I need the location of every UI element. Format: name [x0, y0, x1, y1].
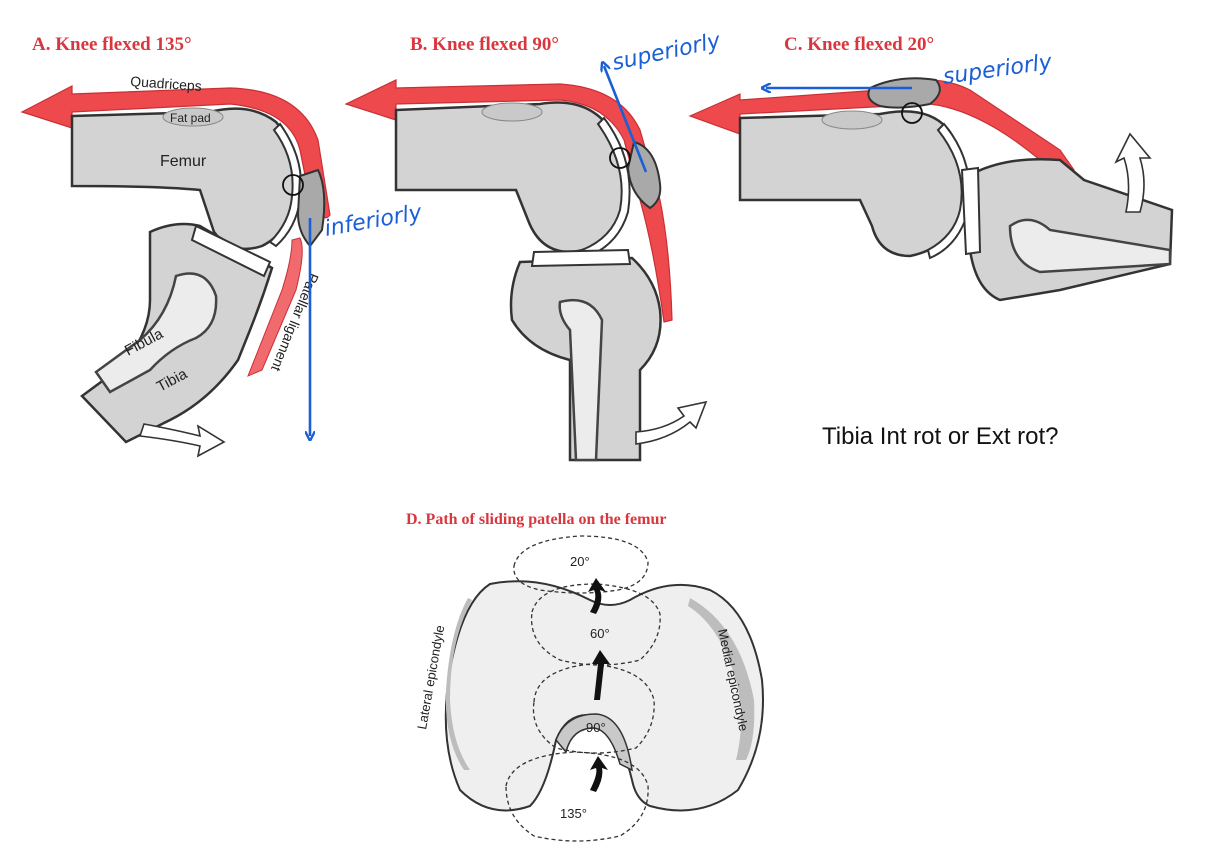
rotation-arrow-icon [138, 423, 226, 458]
rotation-arrow-icon [1114, 132, 1152, 213]
panel-d-title: D. Path of sliding patella on the femur [406, 511, 666, 528]
tibia-rotation-question: Tibia Int rot or Ext rot? [822, 423, 1059, 450]
fat-pad-label: Fat pad [170, 111, 211, 125]
patellar-ligament [247, 237, 303, 377]
superior-direction-arrow-icon [604, 66, 648, 173]
fat-pad [162, 107, 224, 127]
panel-b: B. Knee flexed 90° superiorly [344, 28, 724, 462]
angle-label-20: 20° [570, 554, 590, 569]
superiorly-annotation: superiorly [610, 28, 723, 75]
rotation-arrow-icon [635, 400, 708, 445]
panel-a-title: A. Knee flexed 135° [32, 34, 192, 55]
panel-c-title: C. Knee flexed 20° [784, 34, 934, 55]
patella [867, 77, 941, 109]
panel-c: C. Knee flexed 20° superiorly [688, 34, 1174, 302]
patella-position-60 [530, 583, 661, 666]
femur-label: Femur [160, 153, 207, 170]
medial-shading [688, 598, 755, 760]
path-arrow-icon [590, 756, 608, 792]
contact-circle-icon [901, 102, 923, 124]
fibula-bone [1008, 218, 1172, 274]
fat-pad [821, 110, 883, 130]
patella-position-135 [505, 751, 649, 842]
fibula-bone [94, 272, 218, 394]
path-arrow-icon [592, 650, 610, 700]
femur-cartilage [268, 122, 303, 248]
lateral-shading [445, 598, 472, 770]
fibula-bone [558, 298, 604, 462]
angle-label-90: 90° [586, 720, 606, 735]
patella [296, 168, 326, 248]
inferiorly-annotation: inferiorly [323, 200, 425, 242]
angle-label-60: 60° [590, 626, 610, 641]
quadriceps-muscle [344, 79, 673, 323]
lateral-epicondyle-label: Lateral epicondyle [414, 624, 447, 731]
patella [626, 140, 662, 210]
patella-position-90 [532, 663, 655, 754]
tibial-plateau [960, 166, 982, 256]
angle-label-135: 135° [560, 806, 587, 821]
contact-circle-icon [609, 147, 631, 169]
superiorly-annotation: superiorly [941, 50, 1054, 90]
quadriceps-label: Quadriceps [130, 73, 203, 94]
panel-d: D. Path of sliding patella on the femur … [406, 511, 764, 842]
patella-position-20 [513, 535, 649, 594]
intercondylar-notch [555, 713, 633, 772]
panel-a: A. Knee flexed 135° Quadriceps Fat pad F… [20, 34, 425, 458]
fat-pad [481, 102, 543, 122]
femur-end-view [444, 580, 764, 812]
path-arrow-icon [588, 578, 606, 614]
femur-bone [738, 110, 966, 258]
panel-b-title: B. Knee flexed 90° [410, 34, 559, 55]
tibial-plateau [530, 248, 632, 268]
tibial-plateau [190, 224, 272, 278]
femur-bone [394, 101, 626, 254]
contact-circle-icon [282, 174, 304, 196]
